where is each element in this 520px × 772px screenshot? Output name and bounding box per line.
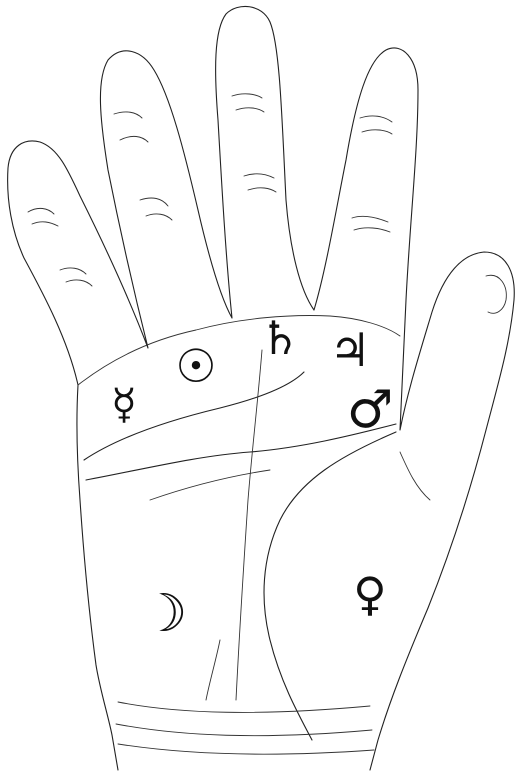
venus-symbol: ♀ (353, 567, 387, 621)
wrist-lines (116, 702, 374, 754)
thumb-nail (486, 275, 506, 313)
saturn-symbol: ♄ (259, 311, 300, 365)
mercury-symbol: ☿ (111, 380, 137, 429)
palm-crease-1 (150, 470, 270, 500)
moon-symbol: ☽ (141, 584, 188, 644)
jupiter-symbol: ♃ (329, 323, 370, 377)
palm-crease-2 (206, 640, 220, 700)
sun-symbol: ☉ (175, 339, 216, 393)
thumb-crease (400, 452, 430, 500)
mars-symbol: ♂ (347, 380, 394, 440)
hand-outline (8, 6, 515, 770)
